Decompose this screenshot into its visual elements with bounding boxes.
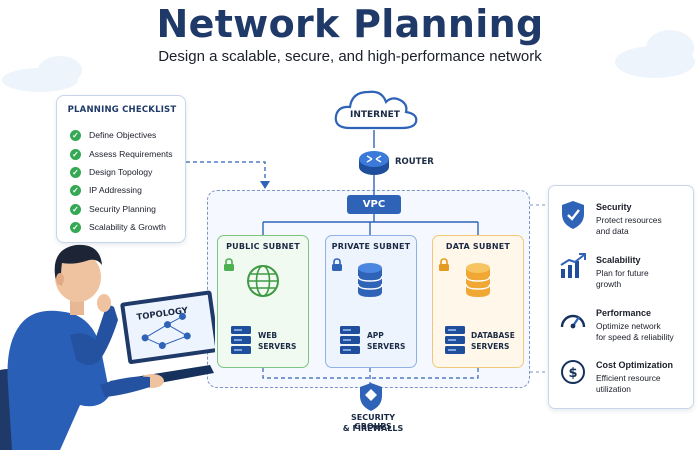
checklist-item: ✓ Scalability & Growth (70, 220, 166, 234)
svg-text:$: $ (568, 366, 577, 381)
server-label-line2: SERVERS (258, 342, 297, 351)
benefit-desc-line2: for speed & reliability (596, 332, 674, 342)
globe-icon (247, 265, 279, 297)
database-icon (465, 263, 491, 297)
checklist-title: PLANNING CHECKLIST (67, 105, 177, 115)
benefit-desc-line1: Optimize network (596, 321, 661, 331)
server-icon (231, 326, 251, 354)
benefit-desc-line1: Efficient resource (596, 373, 661, 383)
checklist-item: ✓ IP Addressing (70, 183, 142, 197)
security-groups-label-line2: & FIREWALLS (342, 424, 404, 433)
check-icon: ✓ (70, 166, 81, 178)
lock-icon (332, 258, 342, 271)
check-icon: ✓ (70, 203, 81, 215)
private-subnet: PRIVATE SUBNET (325, 235, 417, 368)
router-label: ROUTER (395, 157, 434, 167)
benefit-desc-line2: and data (596, 226, 629, 236)
subnet-title: DATA SUBNET (445, 242, 511, 251)
checklist-item-label: Define Objectives (89, 130, 157, 140)
checklist-item: ✓ Define Objectives (70, 128, 156, 142)
subnet-title: PUBLIC SUBNET (226, 242, 300, 251)
checklist-item-label: IP Addressing (89, 185, 142, 195)
check-icon: ✓ (70, 148, 81, 160)
security-shield-icon (360, 383, 382, 411)
gauge-icon (560, 314, 586, 329)
checklist-item: ✓ Design Topology (70, 165, 152, 179)
public-subnet: PUBLIC SUBNET (217, 235, 309, 368)
page-subtitle: Design a scalable, secure, and high-perf… (158, 48, 542, 65)
internet-label: INTERNET (350, 110, 400, 120)
server-label-line1: DATABASE (471, 331, 515, 340)
checklist-item-label: Assess Requirements (89, 149, 173, 159)
benefit-desc-line1: Plan for future (596, 268, 649, 278)
security-groups-label-line1: SECURITY GROUPS (351, 413, 395, 431)
dollar-icon: $ (561, 360, 585, 384)
database-icon (357, 263, 383, 297)
checklist-item-label: Design Topology (89, 167, 153, 177)
cloud-icon (334, 90, 418, 130)
benefit-desc-line2: utilization (596, 384, 631, 394)
benefit-title: Scalability (596, 255, 641, 265)
vpc-label: VPC (347, 195, 401, 214)
shield-icon (562, 201, 584, 229)
growth-chart-icon (560, 253, 586, 278)
data-subnet: DATA SUBNET (432, 235, 524, 368)
check-icon: ✓ (70, 129, 81, 141)
checklist-item: ✓ Assess Requirements (70, 147, 173, 161)
benefit-title: Performance (596, 308, 652, 318)
server-icon (445, 326, 465, 354)
check-icon: ✓ (70, 184, 81, 196)
server-label-line1: WEB (258, 331, 278, 340)
check-icon: ✓ (70, 221, 81, 233)
checklist-item: ✓ Security Planning (70, 202, 156, 216)
lock-icon (439, 258, 449, 271)
lock-icon (224, 258, 234, 271)
person-illustration (0, 244, 215, 450)
benefit-title: Security (596, 202, 632, 212)
router-icon (359, 151, 389, 175)
server-label-line1: APP (367, 331, 384, 340)
checklist-item-label: Security Planning (89, 204, 156, 214)
server-label-line2: SERVERS (367, 342, 406, 351)
page-title: Network Planning (156, 2, 544, 46)
checklist-item-label: Scalability & Growth (89, 222, 166, 232)
server-icon (340, 326, 360, 354)
subnet-title: PRIVATE SUBNET (331, 242, 411, 251)
benefit-desc-line2: growth (596, 279, 622, 289)
benefit-desc-line1: Protect resources (596, 215, 662, 225)
server-label-line2: SERVERS (471, 342, 510, 351)
benefit-title: Cost Optimization (596, 360, 673, 370)
